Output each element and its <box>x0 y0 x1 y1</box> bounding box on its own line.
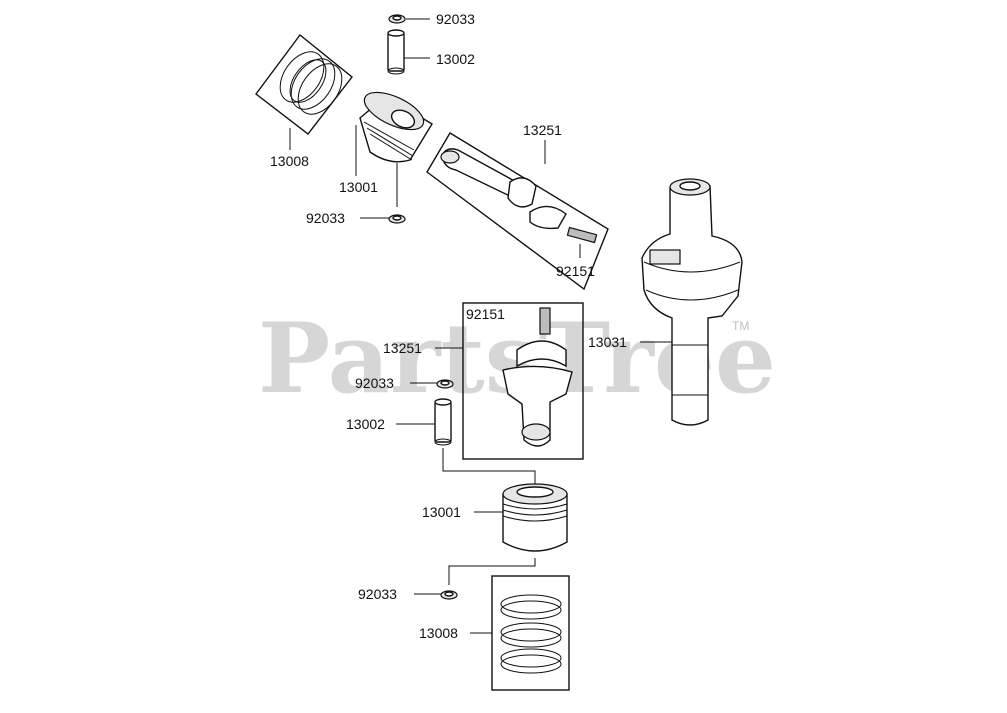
callout-labels: 92033 13002 13008 13001 92033 13251 9215… <box>270 11 627 641</box>
callout-13031: 13031 <box>588 334 627 350</box>
piston-ring-set-top[interactable] <box>255 33 353 150</box>
callout-92151-top: 92151 <box>556 263 595 279</box>
circlip-lower-second[interactable] <box>414 558 536 600</box>
callout-92033-upper-second: 92033 <box>306 210 345 226</box>
piston-pin-top[interactable] <box>387 29 430 75</box>
connecting-rod-assembly-bottom[interactable] <box>435 302 584 460</box>
circlip-upper-second[interactable] <box>360 214 406 224</box>
callout-13251-top: 13251 <box>523 122 562 138</box>
callout-13002-bottom: 13002 <box>346 416 385 432</box>
callout-13008-top: 13008 <box>270 153 309 169</box>
callout-13008-bottom: 13008 <box>419 625 458 641</box>
callout-92151-bottom: 92151 <box>466 306 505 322</box>
callout-13001-top: 13001 <box>339 179 378 195</box>
callout-92033-lower-second: 92033 <box>358 586 397 602</box>
circlip-lower-first[interactable] <box>410 379 454 389</box>
callout-13002-top: 13002 <box>436 51 475 67</box>
piston-bottom[interactable] <box>474 483 568 552</box>
piston-top[interactable] <box>355 85 433 207</box>
callout-13001-bottom: 13001 <box>422 504 461 520</box>
callout-92033-lower-first: 92033 <box>355 375 394 391</box>
callout-13251-bottom: 13251 <box>383 340 422 356</box>
circlip-top[interactable] <box>388 14 430 24</box>
watermark-trademark: TM <box>732 319 749 333</box>
piston-pin-bottom[interactable] <box>396 398 536 486</box>
piston-ring-set-bottom[interactable] <box>470 575 570 691</box>
callout-92033-top: 92033 <box>436 11 475 27</box>
connecting-rod-assembly-top[interactable] <box>426 132 609 291</box>
crankshaft[interactable] <box>640 178 743 426</box>
